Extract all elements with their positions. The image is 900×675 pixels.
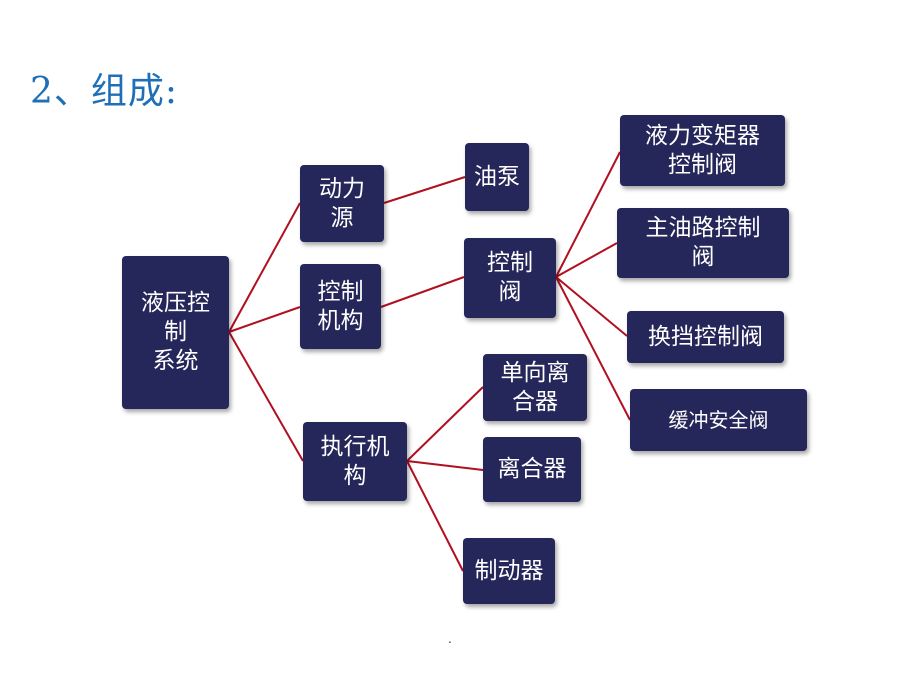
link-valve-shift: [555, 276, 628, 337]
link-actuator-single: [406, 386, 484, 462]
node-shift-control-valve: 换挡控制阀: [627, 311, 784, 363]
node-control-mechanism: 控制 机构: [300, 264, 381, 349]
node-brake: 制动器: [463, 538, 555, 604]
link-power-pump: [383, 176, 466, 204]
node-hydraulic-control-system: 液压控 制 系统: [122, 256, 229, 409]
link-control-valve: [380, 276, 465, 308]
node-clutch: 离合器: [483, 437, 581, 502]
link-root-actuator: [228, 331, 304, 462]
node-buffer-safety-valve: 缓冲安全阀: [630, 389, 807, 451]
slide-title: 2、组成:: [30, 71, 179, 112]
node-control-valve: 控制 阀: [464, 238, 556, 318]
link-valve-torque: [555, 151, 621, 278]
footer-mark: .: [448, 632, 452, 646]
node-power-source: 动力 源: [300, 165, 384, 242]
node-main-oil-circuit-valve: 主油路控制 阀: [617, 208, 789, 278]
node-actuator: 执行机 构: [303, 422, 407, 501]
node-torque-converter-valve: 液力变矩器 控制阀: [620, 115, 785, 186]
node-one-way-clutch: 单向离 合器: [483, 354, 587, 421]
link-actuator-clutch: [406, 460, 484, 471]
link-valve-mainoil: [555, 242, 618, 278]
link-actuator-brake: [406, 460, 464, 572]
link-valve-buffer: [555, 276, 631, 421]
link-root-power: [228, 202, 301, 333]
link-root-control: [228, 306, 301, 333]
node-oil-pump: 油泵: [465, 143, 529, 211]
